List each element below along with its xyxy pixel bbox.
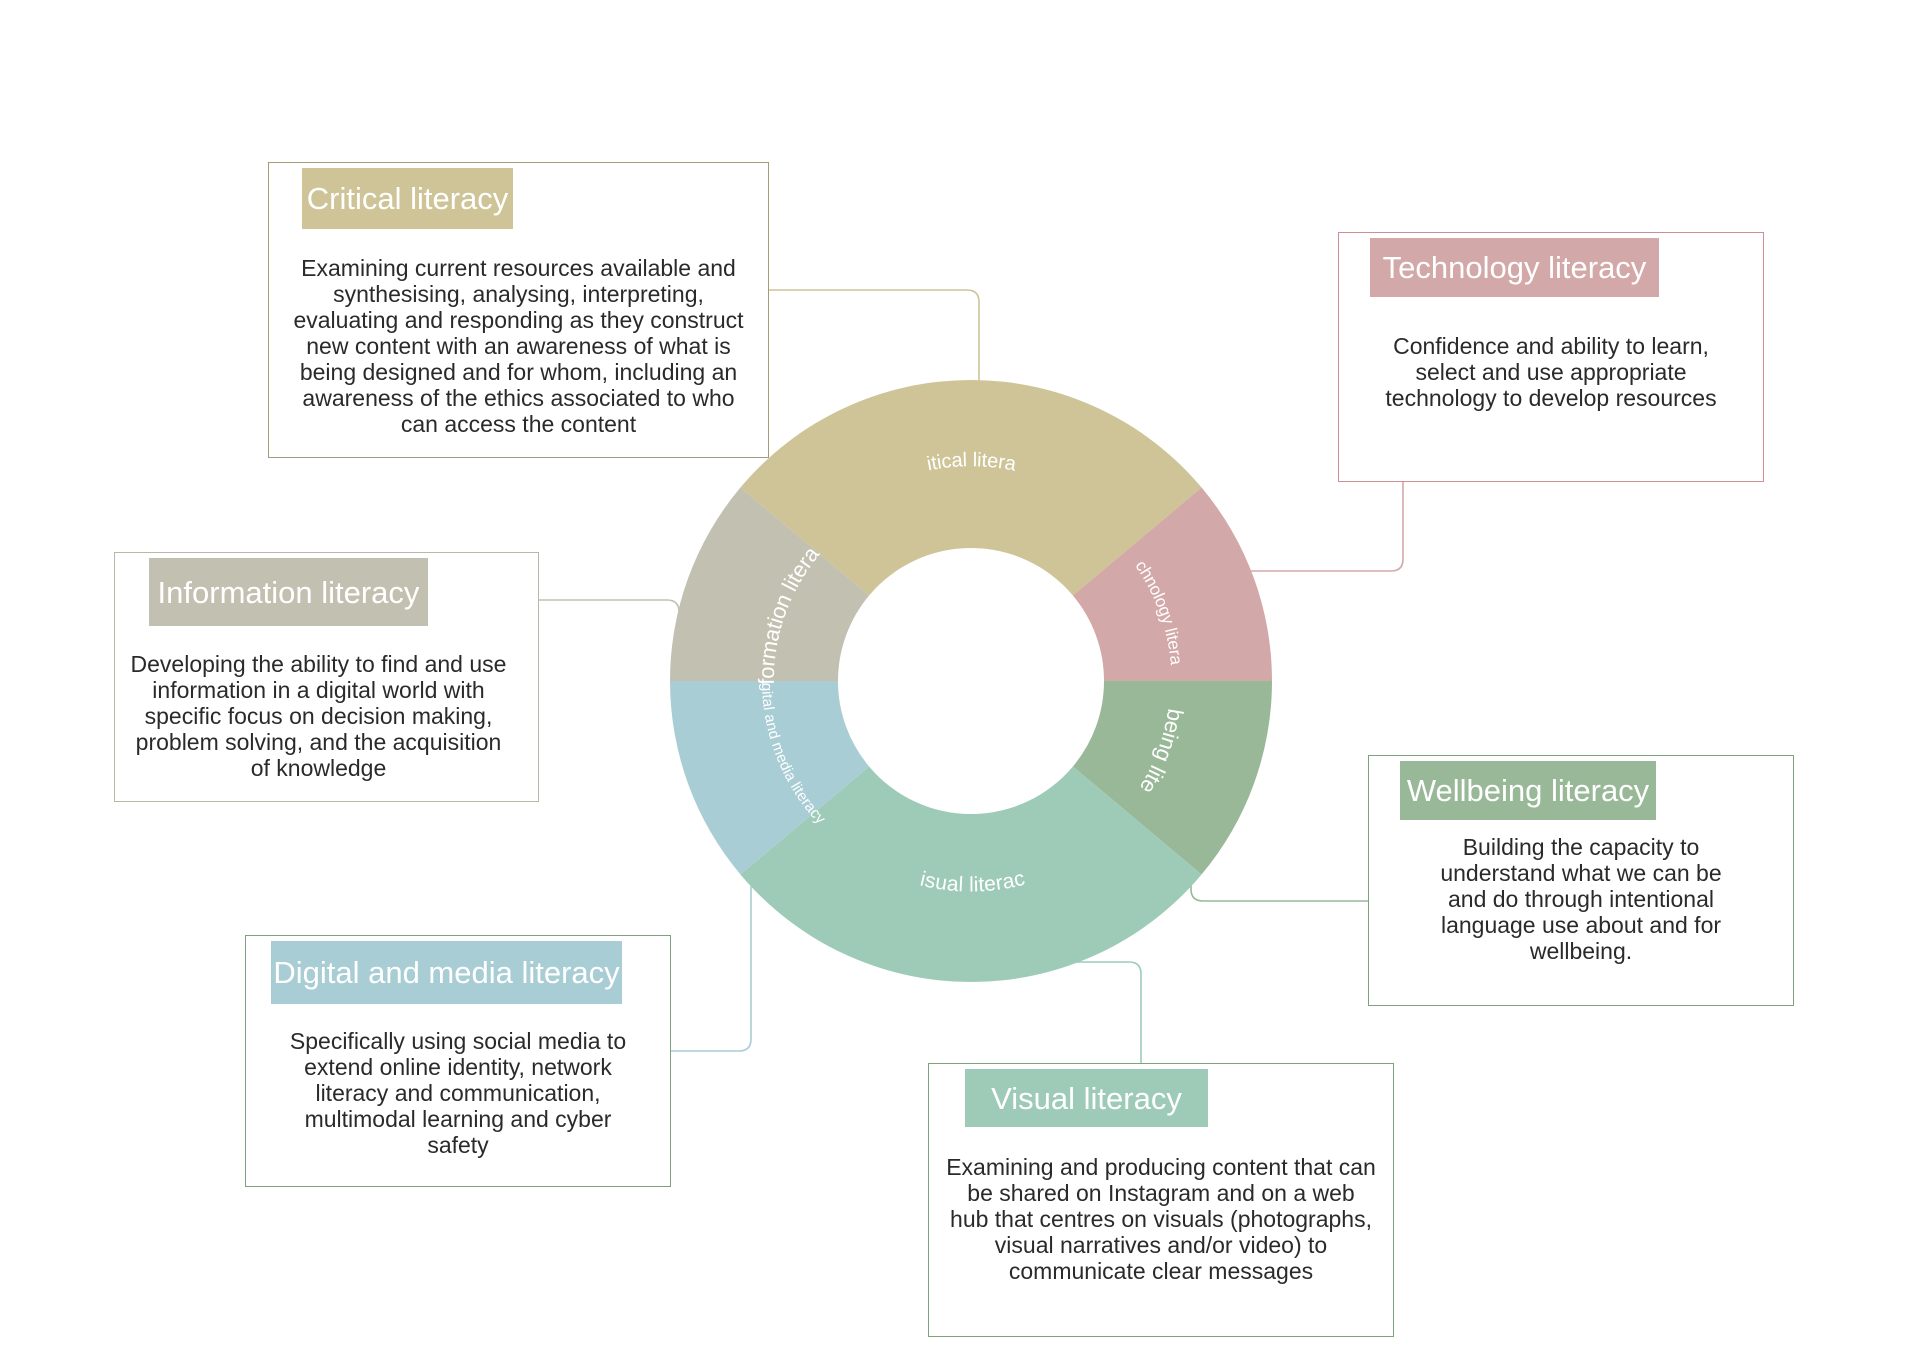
digital-media-literacy-card: Digital and media literacy Specifically … — [245, 935, 671, 1187]
connector-wellbeing — [1190, 880, 1368, 902]
critical-literacy-description: Examining current resources available an… — [293, 255, 744, 437]
digital-media-literacy-title: Digital and media literacy — [271, 941, 622, 1004]
connector-technology — [1250, 482, 1404, 572]
wellbeing-literacy-description: Building the capacity to understand what… — [1440, 834, 1722, 964]
digital-media-literacy-description: Specifically using social media to exten… — [289, 1028, 627, 1158]
information-literacy-title: Information literacy — [149, 558, 428, 626]
critical-literacy-title: Critical literacy — [302, 168, 513, 229]
technology-literacy-description: Confidence and ability to learn, select … — [1385, 333, 1717, 411]
wheel-segment-wellbeing — [1072, 681, 1272, 875]
wheel-segment-information — [670, 487, 870, 681]
wheel-segment-technology — [1072, 487, 1272, 681]
visual-literacy-title: Visual literacy — [965, 1069, 1208, 1127]
technology-literacy-card: Technology literacy Confidence and abili… — [1338, 232, 1764, 482]
information-literacy-description: Developing the ability to find and use i… — [130, 651, 507, 781]
information-literacy-card: Information literacy Developing the abil… — [114, 552, 539, 802]
wheel-segment-digital — [670, 681, 870, 875]
visual-literacy-description: Examining and producing content that can… — [946, 1154, 1376, 1284]
connector-critical — [769, 289, 980, 382]
technology-literacy-title: Technology literacy — [1370, 238, 1659, 297]
wheel-segment-critical — [740, 379, 1202, 596]
wellbeing-literacy-card: Wellbeing literacy Building the capacity… — [1368, 755, 1794, 1006]
wheel-segment-visual — [740, 766, 1202, 982]
wellbeing-literacy-title: Wellbeing literacy — [1400, 761, 1656, 820]
connector-digital — [671, 886, 752, 1052]
critical-literacy-card: Critical literacy Examining current reso… — [268, 162, 769, 458]
visual-literacy-card: Visual literacy Examining and producing … — [928, 1063, 1394, 1337]
connector-visual — [1072, 961, 1142, 1063]
